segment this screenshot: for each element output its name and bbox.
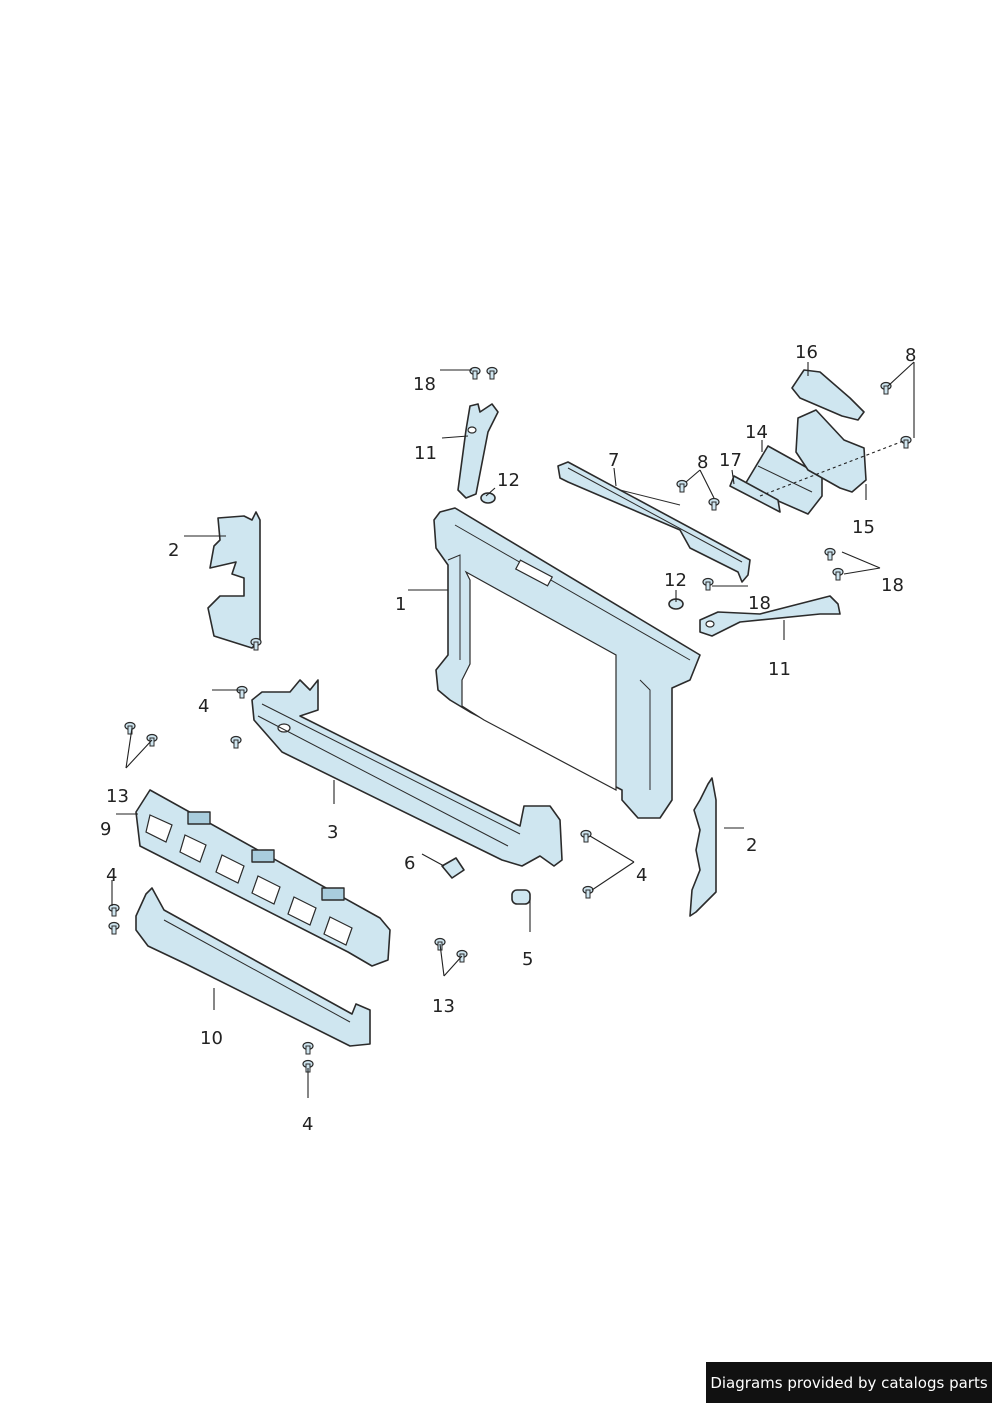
callout-13-a: 13: [106, 786, 129, 807]
callout-18-b: 18: [881, 575, 904, 596]
callout-4-c: 4: [106, 865, 117, 886]
seal-strip-part-17: [729, 475, 781, 513]
callout-4-a: 4: [198, 696, 209, 717]
callout-2-right: 2: [746, 835, 757, 856]
air-guide-part-2-right: [689, 777, 717, 917]
callout-2-left: 2: [168, 540, 179, 561]
callout-10: 10: [200, 1028, 223, 1049]
bracket-part-11-upper: [457, 403, 499, 499]
bumper-reinforcement-part-3: [251, 679, 563, 867]
bracket-part-11-right: [699, 595, 841, 637]
credit-banner: Diagrams provided by catalogs parts: [706, 1362, 992, 1403]
fasteners: [108, 366, 912, 1073]
callout-11-upper: 11: [414, 443, 437, 464]
callout-1: 1: [395, 594, 406, 615]
callout-7: 7: [608, 450, 619, 471]
callout-18-c: 18: [748, 593, 771, 614]
energy-absorber-part-9: [135, 789, 391, 967]
lock-carrier-part-1: [433, 507, 701, 819]
callout-14: 14: [745, 422, 768, 443]
callout-4-d: 4: [302, 1114, 313, 1135]
seal-part-16: [791, 369, 865, 421]
callout-15: 15: [852, 517, 875, 538]
callout-3: 3: [327, 822, 338, 843]
callouts: 1 2 2 3 4 4 4 4 5 6 7 8 8 9 10 11 11 12 …: [100, 342, 916, 1135]
callout-9: 9: [100, 819, 111, 840]
credit-text: Diagrams provided by catalogs parts: [710, 1373, 988, 1392]
callout-12-b: 12: [664, 570, 687, 591]
callout-13-b: 13: [432, 996, 455, 1017]
callout-16: 16: [795, 342, 818, 363]
callout-8-a: 8: [697, 452, 708, 473]
air-duct-part-15: [795, 409, 867, 493]
callout-5: 5: [522, 949, 533, 970]
callout-18-a: 18: [413, 374, 436, 395]
callout-12-a: 12: [497, 470, 520, 491]
callout-4-b: 4: [636, 865, 647, 886]
callout-17: 17: [719, 450, 742, 471]
lower-absorber-part-10: [135, 887, 371, 1047]
air-guide-part-2-left: [207, 511, 261, 649]
callout-8-b: 8: [905, 345, 916, 366]
callout-6: 6: [404, 853, 415, 874]
callout-11-right: 11: [768, 659, 791, 680]
upper-carrier-part-7: [557, 461, 751, 583]
leader-lines: [111, 361, 915, 1098]
